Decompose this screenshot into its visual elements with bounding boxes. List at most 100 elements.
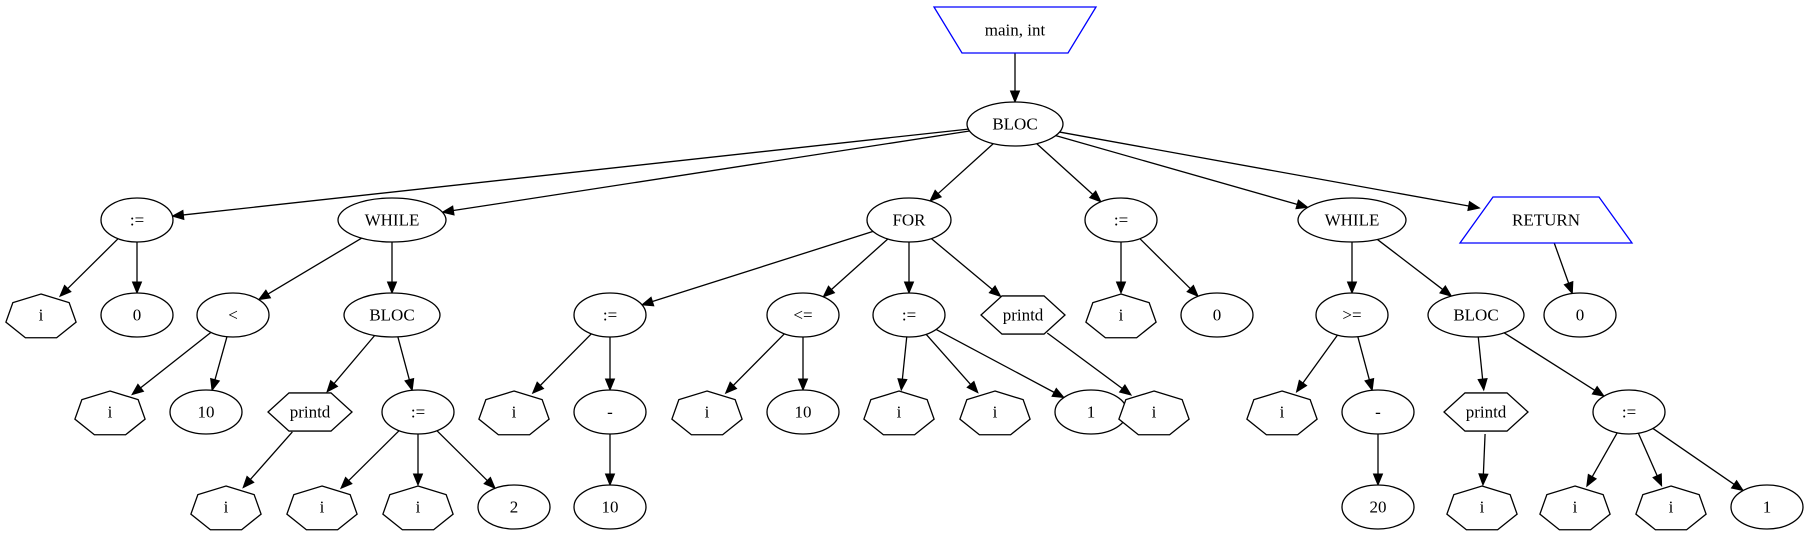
arrowhead-icon bbox=[242, 475, 255, 489]
edge-line bbox=[1036, 143, 1094, 195]
node-label: RETURN bbox=[1512, 211, 1580, 230]
node-label: := bbox=[1622, 403, 1636, 422]
node-label: BLOC bbox=[369, 306, 414, 325]
edge-line bbox=[930, 238, 993, 290]
edge-line bbox=[453, 130, 970, 212]
node-n9: 10 bbox=[169, 389, 243, 435]
edge-n34-n35 bbox=[1346, 242, 1358, 295]
node-label: := bbox=[603, 306, 617, 325]
ellipse-node-shape bbox=[1341, 484, 1415, 530]
node-label: i bbox=[1119, 306, 1124, 325]
septagon-node-shape bbox=[1635, 485, 1707, 531]
edges-layer bbox=[58, 53, 1745, 492]
node-n22: <= bbox=[766, 292, 840, 338]
node-label: := bbox=[130, 211, 144, 230]
node-n23: i bbox=[671, 390, 743, 436]
septagon-node-shape bbox=[1446, 485, 1518, 531]
node-label: WHILE bbox=[1325, 211, 1380, 230]
edge-line bbox=[1652, 427, 1735, 485]
septagon-node-shape bbox=[74, 390, 146, 436]
node-n13: := bbox=[381, 389, 455, 435]
node-n36: i bbox=[1246, 390, 1318, 436]
ellipse-node-shape bbox=[100, 197, 174, 243]
node-label: printd bbox=[1003, 306, 1044, 325]
edge-n13-n15 bbox=[412, 434, 424, 487]
septagon-node-shape bbox=[863, 390, 935, 436]
edge-n10-n11 bbox=[326, 335, 376, 393]
edge-line bbox=[937, 143, 994, 195]
node-label: FOR bbox=[892, 211, 926, 230]
edge-n25-n26 bbox=[897, 336, 908, 392]
ellipse-node-shape bbox=[866, 197, 952, 243]
septagon-node-shape bbox=[671, 390, 743, 436]
arrowhead-icon bbox=[897, 378, 908, 392]
node-label: i bbox=[1669, 498, 1674, 517]
ellipse-node-shape bbox=[1315, 292, 1389, 338]
arrowhead-icon bbox=[1295, 379, 1308, 393]
invtrapezium-node-shape bbox=[932, 6, 1098, 54]
arrowhead-icon bbox=[1115, 281, 1127, 295]
node-n19: i bbox=[478, 390, 550, 436]
edge-line bbox=[1637, 432, 1658, 476]
ellipse-node-shape bbox=[477, 484, 551, 530]
edge-n18-n20 bbox=[604, 337, 616, 392]
edge-line bbox=[1553, 242, 1570, 284]
node-label: <= bbox=[793, 306, 812, 325]
edge-line bbox=[214, 336, 228, 380]
edge-n17-n25 bbox=[903, 242, 915, 295]
edge-n35-n36 bbox=[1295, 334, 1339, 393]
edge-n3-n5 bbox=[131, 242, 143, 295]
arrowhead-icon bbox=[604, 473, 616, 487]
node-n12: i bbox=[190, 485, 262, 531]
node-n6: WHILE bbox=[337, 197, 447, 243]
node-label: i bbox=[512, 403, 517, 422]
ellipse-node-shape bbox=[872, 292, 946, 338]
node-label: 20 bbox=[1370, 498, 1387, 517]
edge-line bbox=[935, 328, 1055, 393]
node-label: 10 bbox=[198, 403, 215, 422]
node-n18: := bbox=[573, 292, 647, 338]
edge-n22-n23 bbox=[724, 333, 785, 395]
node-label: 10 bbox=[602, 498, 619, 517]
node-n32: i bbox=[1085, 293, 1157, 339]
edge-n39-n40 bbox=[1477, 336, 1488, 392]
node-n26: i bbox=[863, 390, 935, 436]
edge-n42-n43 bbox=[1586, 432, 1618, 488]
edge-n31-n33 bbox=[1139, 238, 1200, 298]
node-label: i bbox=[39, 306, 44, 325]
node-label: i bbox=[1152, 403, 1157, 422]
arrowhead-icon bbox=[724, 381, 738, 395]
ellipse-node-shape bbox=[343, 292, 441, 338]
edge-n46-n47 bbox=[1553, 242, 1574, 295]
arrowhead-icon bbox=[604, 378, 616, 392]
node-label: < bbox=[228, 306, 238, 325]
ellipse-node-shape bbox=[766, 389, 840, 435]
arrowhead-icon bbox=[797, 378, 809, 392]
node-n41: i bbox=[1446, 485, 1518, 531]
node-label: i bbox=[1280, 403, 1285, 422]
edge-line bbox=[539, 333, 592, 386]
edge-line bbox=[1357, 336, 1370, 380]
node-label: i bbox=[108, 403, 113, 422]
edge-line bbox=[831, 238, 889, 290]
arrowhead-icon bbox=[404, 377, 415, 392]
ellipse-node-shape bbox=[966, 101, 1064, 147]
node-n27: i bbox=[959, 390, 1031, 436]
edge-line bbox=[183, 128, 969, 216]
edge-n17-n29 bbox=[930, 238, 1002, 298]
node-n42: := bbox=[1592, 389, 1666, 435]
edge-n39-n42 bbox=[1503, 332, 1606, 397]
node-n16: 2 bbox=[477, 484, 551, 530]
edge-n2-n6 bbox=[441, 130, 970, 216]
arrowhead-icon bbox=[441, 205, 455, 216]
ellipse-node-shape bbox=[100, 292, 174, 338]
node-label: := bbox=[411, 403, 425, 422]
edge-n17-n22 bbox=[822, 238, 889, 298]
ellipse-node-shape bbox=[573, 484, 647, 530]
edge-line bbox=[348, 430, 400, 482]
arrowhead-icon bbox=[58, 284, 72, 298]
edge-n34-n39 bbox=[1376, 238, 1453, 297]
arrowhead-icon bbox=[1477, 378, 1488, 392]
node-n7: < bbox=[196, 292, 270, 338]
edge-n20-n21 bbox=[604, 434, 616, 487]
